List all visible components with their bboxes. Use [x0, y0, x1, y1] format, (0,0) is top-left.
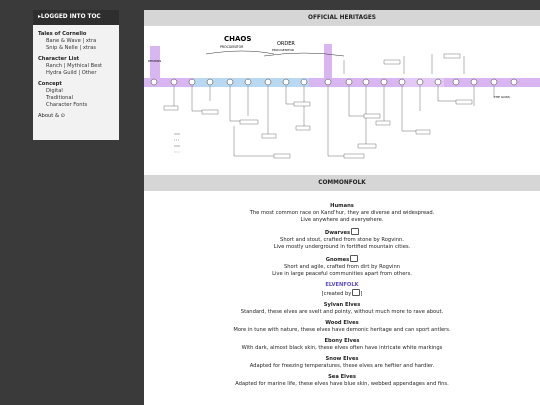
chaos-sublabel: PROCGENITOR: [220, 45, 244, 49]
sidebar-item[interactable]: Character Fonts: [46, 102, 88, 108]
sidebar-item[interactable]: Ranch | Mythical Best: [46, 63, 103, 69]
elf-name: Sylvan Elves: [323, 302, 361, 308]
elf-entry: Wood Elves More in tune with nature, the…: [144, 320, 540, 334]
sidebar-item[interactable]: Traditional: [46, 95, 74, 101]
sidebar-section-title[interactable]: Concept: [38, 81, 62, 87]
emoji-icon: [350, 255, 359, 262]
sidebar-item[interactable]: Hydra Guild | Other: [46, 70, 97, 76]
elf-entry: Sylvan Elves Standard, these elves are s…: [144, 302, 540, 316]
sidebar-item[interactable]: Bane & Wave | xtra: [46, 38, 97, 44]
sidebar-item[interactable]: Digital: [46, 88, 63, 94]
heritage-entry: Dwarves Short and stout, crafted from st…: [144, 228, 540, 251]
heritage-name-row: Dwarves: [144, 228, 540, 237]
elf-desc: More in tune with nature, these elves ha…: [233, 327, 451, 333]
credit-end: ]: [360, 291, 363, 297]
elf-name: Wood Elves: [325, 320, 359, 326]
heritage-diagram: CHAOS PROCGENITOR ORDER PROCGENITOR DEMO…: [144, 26, 540, 175]
elf-desc: Adapted for freezing temperatures, these…: [249, 363, 435, 369]
sidebar-body: Tales of Cornelio Bane & Wave | xtra Sni…: [33, 25, 119, 120]
commonfolk-title: COMMONFOLK: [144, 175, 540, 191]
order-label: ORDER: [277, 41, 295, 47]
elvenfolk-link[interactable]: ELVENFOLK: [325, 282, 359, 288]
demons-label: DEMONS: [148, 59, 161, 63]
heritage-desc: The most common race on Kand'hur, they a…: [249, 210, 435, 216]
sidebar-section-title[interactable]: Character List: [38, 56, 80, 62]
credit-text: [created by: [321, 291, 352, 297]
elf-desc: With dark, almost black skin, these elve…: [241, 345, 443, 351]
about-link[interactable]: About & ⊙: [38, 113, 66, 119]
heritage-name-row: Gnomes: [144, 255, 540, 264]
elf-name: Sea Elves: [328, 374, 356, 380]
creator-icon[interactable]: [352, 289, 361, 296]
heritage-desc: Short and stout, crafted from stone by R…: [280, 237, 404, 243]
heritage-diagram-image: CHAOS PROCGENITOR ORDER PROCGENITOR DEMO…: [144, 35, 540, 159]
elvenfolk-credit: [created by]: [144, 289, 540, 298]
heritage-desc: Short and agile, crafted from dirt by Ro…: [283, 264, 401, 270]
sidebar-item[interactable]: Snip & Nelle | xtras: [46, 45, 96, 51]
sidebar-nav: ▸LOGGED INTO TOC Tales of Cornelio Bane …: [33, 10, 119, 140]
elf-name: Ebony Elves: [324, 338, 360, 344]
sidebar-section-title[interactable]: Tales of Cornelio: [38, 31, 87, 37]
elf-entry: Snow Elves Adapted for freezing temperat…: [144, 356, 540, 370]
heritage-desc: Live mostly underground in fortified mou…: [273, 244, 411, 250]
gods-label: THE GODS: [493, 95, 510, 99]
sidebar-header[interactable]: ▸LOGGED INTO TOC: [33, 10, 119, 25]
heritage-name: Dwarves: [324, 230, 351, 236]
heritage-desc: Live in large peaceful communities apart…: [272, 271, 412, 277]
heritages-title: OFFICIAL HERITAGES: [144, 10, 540, 26]
main-content: OFFICIAL HERITAGES CHAOS PROCGENITOR ORD…: [144, 10, 540, 405]
elf-entry: Ebony Elves With dark, almost black skin…: [144, 338, 540, 352]
elf-name: Snow Elves: [325, 356, 359, 362]
order-sublabel: PROCGENITOR: [272, 48, 294, 52]
chaos-label: CHAOS: [224, 35, 251, 43]
emoji-icon: [351, 228, 360, 235]
heritage-desc: Live anywhere and everywhere.: [300, 217, 384, 223]
elf-entry: Sea Elves Adapted for marine life, these…: [144, 374, 540, 388]
commonfolk-list: Humans The most common race on Kand'hur,…: [144, 191, 540, 388]
heritage-name: Humans: [330, 203, 354, 209]
elf-desc: Adapted for marine life, these elves hav…: [235, 381, 449, 387]
heritage-entry: Humans The most common race on Kand'hur,…: [144, 203, 540, 224]
heritage-entry: Gnomes Short and agile, crafted from dir…: [144, 255, 540, 278]
elf-desc: Standard, these elves are svelt and poin…: [240, 309, 444, 315]
heritage-name: Gnomes: [325, 257, 350, 263]
